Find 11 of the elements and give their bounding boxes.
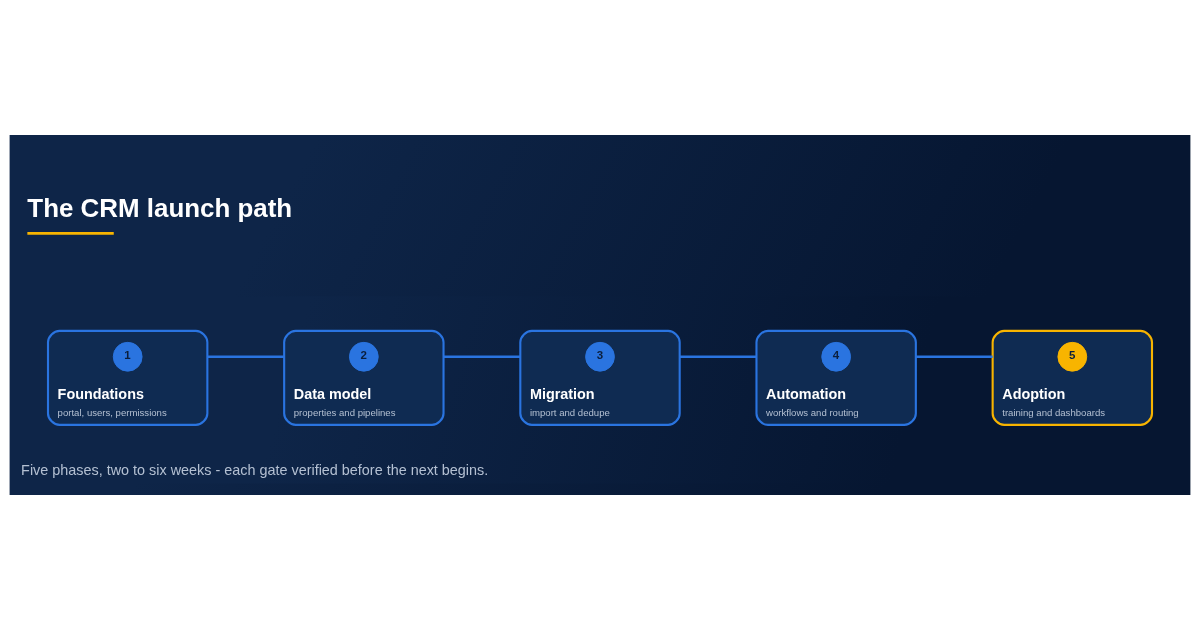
connector	[915, 355, 993, 358]
node-circle: 5	[1057, 341, 1088, 372]
diagram-title: The CRM launch path	[27, 194, 293, 223]
connector	[679, 355, 757, 358]
node-circle: 3	[585, 341, 615, 372]
connector	[443, 355, 521, 358]
connector	[207, 355, 285, 358]
node-circle: 1	[112, 341, 143, 372]
node-circle: 4	[821, 341, 852, 372]
caption: Five phases, two to six weeks - each gate verified before the next begins.	[21, 461, 489, 478]
node-circle: 2	[348, 341, 379, 372]
